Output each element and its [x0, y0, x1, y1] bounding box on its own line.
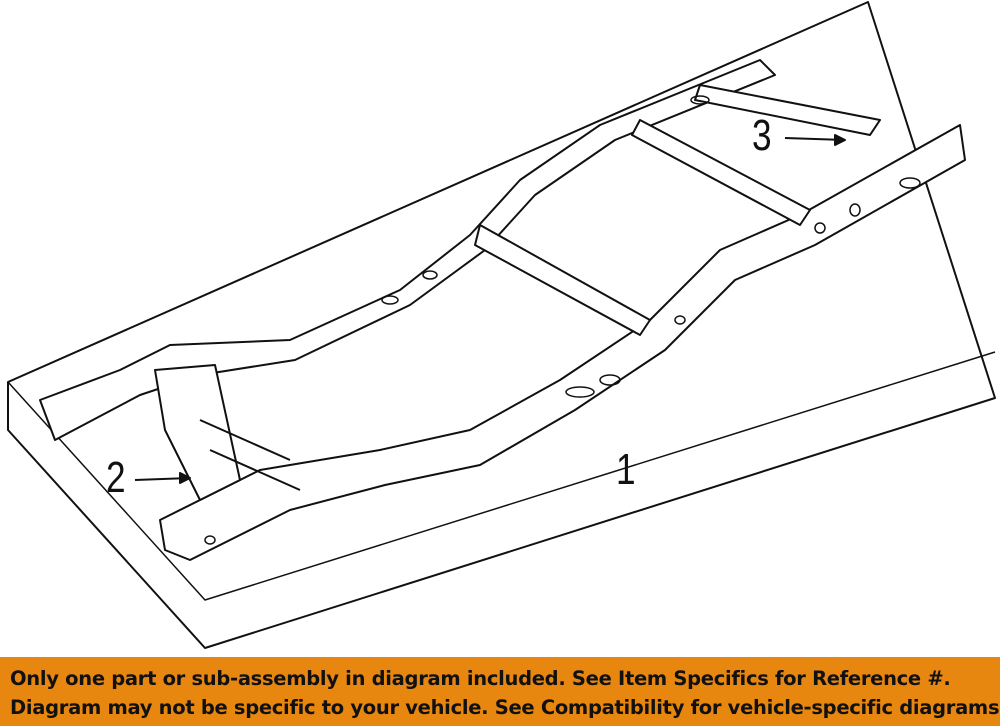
crossmember [474, 224, 651, 336]
callout-part-1: 1 [616, 445, 636, 494]
callout-part-3: 3 [752, 111, 772, 160]
frame-rail-left [39, 59, 776, 441]
disclaimer-line-1: Only one part or sub-assembly in diagram… [10, 667, 951, 690]
frame-rail-right [159, 124, 966, 561]
disclaimer-line-2: Diagram may not be specific to your vehi… [10, 696, 1000, 719]
disclaimer-banner: Only one part or sub-assembly in diagram… [0, 657, 1000, 726]
crossmember [694, 84, 881, 136]
platform-outline [7, 1, 996, 649]
callout-part-2: 2 [106, 453, 126, 502]
frame-diagram [7, 1, 996, 649]
front-crossmember [154, 364, 241, 501]
crossmember [631, 119, 811, 226]
